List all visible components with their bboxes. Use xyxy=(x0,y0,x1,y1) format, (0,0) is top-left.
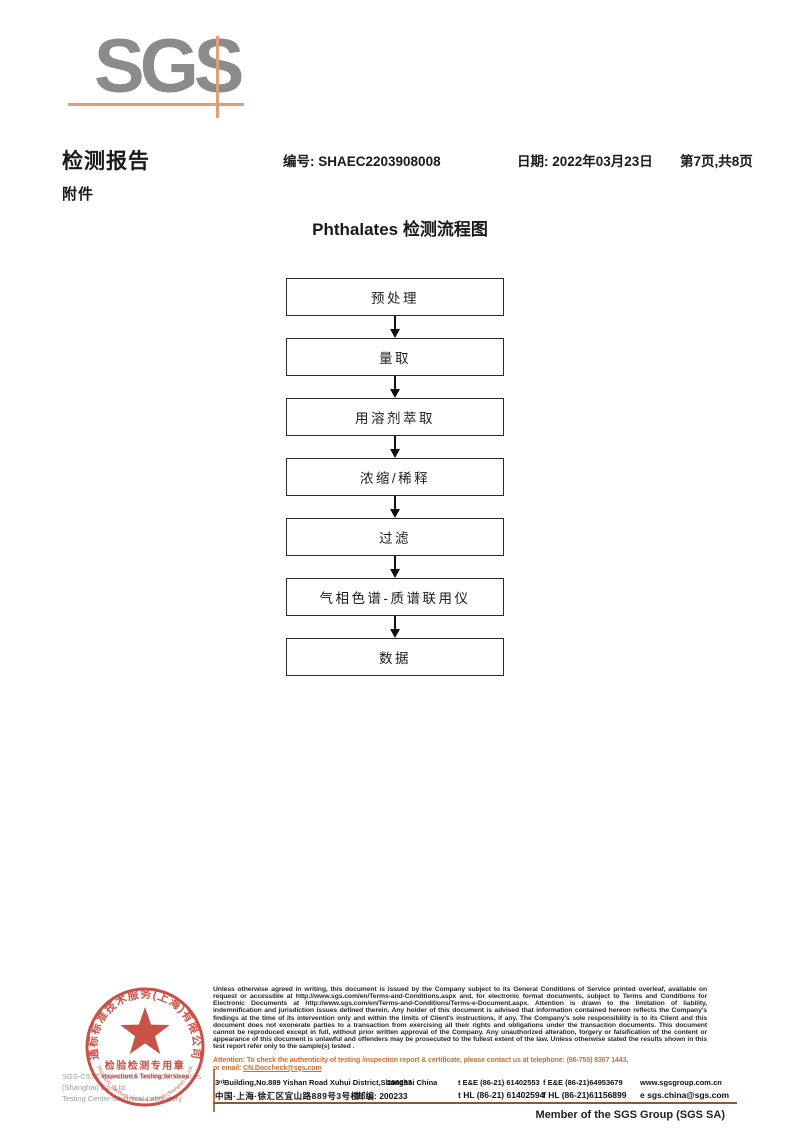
website-link[interactable]: www.sgsgroup.com.cn xyxy=(640,1078,722,1087)
company-name-en: SGS-CSTC Standards Technical Services (S… xyxy=(62,1072,202,1092)
flow-step-solvent-extraction: 用溶剂萃取 xyxy=(286,398,504,436)
logo-vertical-line xyxy=(216,36,219,118)
flow-step-filter: 过滤 xyxy=(286,518,504,556)
doccheck-email-link[interactable]: CN.Doccheck@sgs.com xyxy=(243,1064,322,1072)
attention-line2: or email: CN.Doccheck@sgs.com xyxy=(213,1065,707,1073)
report-number: 编号: SHAEC2203908008 xyxy=(283,154,441,169)
flow-arrow-down xyxy=(286,556,504,578)
flowchart: 预处理 量取 用溶剂萃取 浓缩/稀释 过滤 气相色谱-质谱联用仪 数据 xyxy=(286,278,504,676)
flow-arrow-down xyxy=(286,616,504,638)
attention-line1: Attention: To check the authenticity of … xyxy=(213,1057,629,1064)
flow-step-label: 过滤 xyxy=(379,531,411,546)
flow-step-gcms: 气相色谱-质谱联用仪 xyxy=(286,578,504,616)
report-title: 检测报告 xyxy=(62,150,150,173)
attachment-label: 附件 xyxy=(62,186,95,203)
sgs-logo: SGS xyxy=(94,24,244,109)
inspection-stamp: 通标标准技术服务(上海)有限公司 检验检测专用章 Inspection & Te… xyxy=(85,987,205,1107)
stamp-subtitle: Inspection & Testing Services xyxy=(101,1073,189,1080)
email-link[interactable]: e sgs.china@sgs.com xyxy=(640,1090,730,1100)
page-indicator: 第7页,共8页 xyxy=(680,154,753,169)
flow-arrow-down xyxy=(286,316,504,338)
flow-step-label: 预处理 xyxy=(371,291,419,306)
report-date: 日期: 2022年03月23日 xyxy=(517,154,653,169)
telephone-en: t E&E (86-21) 61402553 xyxy=(458,1078,540,1087)
footer-horizontal-line xyxy=(213,1102,737,1105)
flow-step-measure: 量取 xyxy=(286,338,504,376)
lab-company-name: SGS-CSTC Standards Technical Services (S… xyxy=(62,1071,232,1104)
postcode-cn: 邮编: 200233 xyxy=(357,1091,408,1101)
fax-cn: f HL (86-21)61156899 xyxy=(543,1090,627,1100)
flowchart-title: Phthalates 检测流程图 xyxy=(312,220,488,239)
flow-arrow-down xyxy=(286,376,504,398)
company-lab-name: Testing Center-Chemical Laboratory xyxy=(62,1094,183,1103)
flow-step-pretreatment: 预处理 xyxy=(286,278,504,316)
stamp-star xyxy=(120,1007,170,1054)
flow-step-label: 气相色谱-质谱联用仪 xyxy=(319,591,471,606)
fax-en: f E&E (86-21)64953679 xyxy=(543,1078,623,1087)
flow-step-label: 数据 xyxy=(379,651,411,666)
flow-step-data: 数据 xyxy=(286,638,504,676)
address-cn: 中国·上海·徐汇区宜山路889号3号楼 xyxy=(215,1091,360,1101)
legal-disclaimer: Unless otherwise agreed in writing, this… xyxy=(213,986,707,1051)
stamp-title: 检验检测专用章 xyxy=(105,1059,186,1072)
postcode-en: 200233 xyxy=(387,1078,413,1087)
telephone-cn: t HL (86-21) 61402594 xyxy=(458,1090,545,1100)
flow-step-label: 用溶剂萃取 xyxy=(355,411,435,426)
logo-horizontal-line xyxy=(68,103,244,106)
stamp-circle xyxy=(85,987,205,1107)
flow-step-concentrate-dilute: 浓缩/稀释 xyxy=(286,458,504,496)
footer-vertical-line xyxy=(213,1069,215,1112)
flow-arrow-down xyxy=(286,436,504,458)
sgs-member-text: Member of the SGS Group (SGS SA) xyxy=(535,1109,725,1121)
flow-step-label: 浓缩/稀释 xyxy=(359,471,431,486)
address-block: 3ʳᵈBuilding,No.889 Yishan Road Xuhui Dis… xyxy=(215,1077,740,1103)
attention-email-label: or email: xyxy=(213,1064,244,1072)
flow-arrow-down xyxy=(286,496,504,518)
flow-step-label: 量取 xyxy=(379,351,411,366)
attention-notice: Attention: To check the authenticity of … xyxy=(213,1057,707,1072)
address-en: 3ʳᵈBuilding,No.889 Yishan Road Xuhui Dis… xyxy=(215,1078,438,1087)
